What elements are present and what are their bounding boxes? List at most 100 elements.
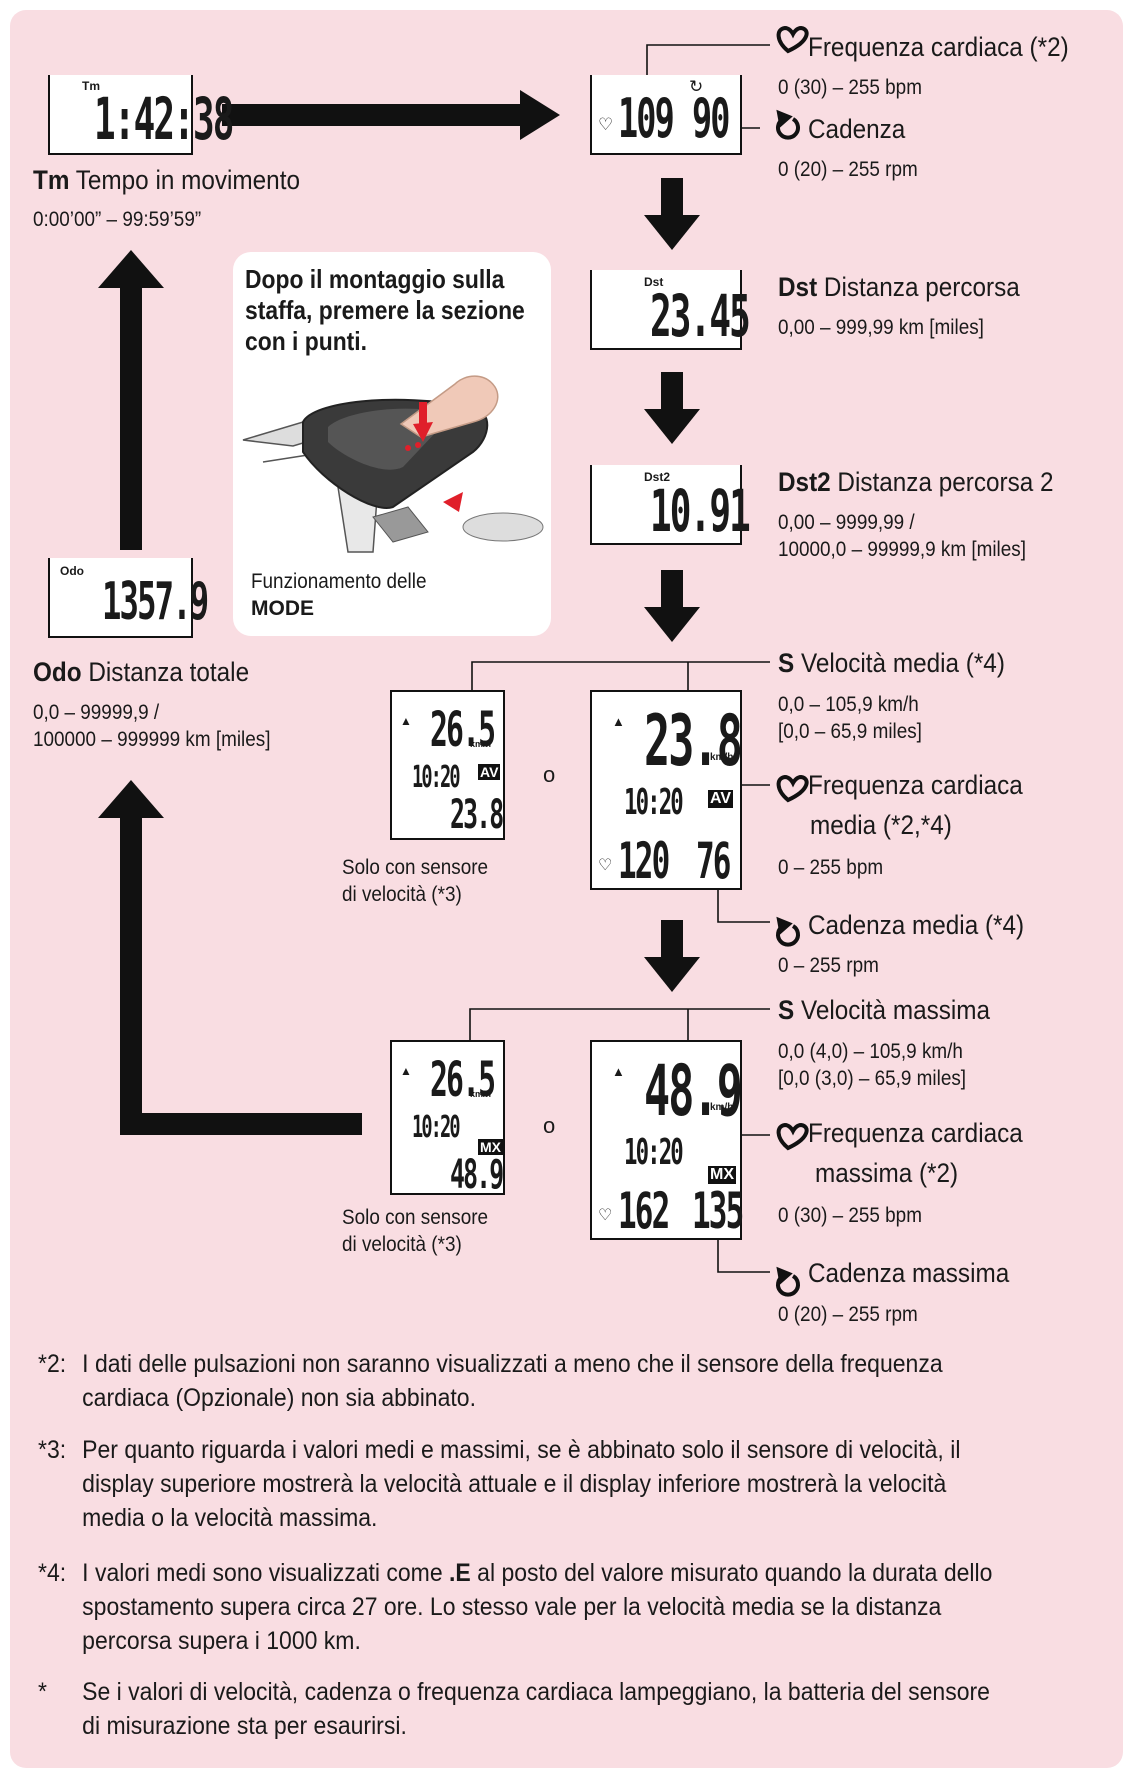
footnote-text: I valori medi sono visualizzati come .E … xyxy=(82,1559,993,1655)
lcd-max-speed-only: ▲ 26.5 km/h 10:20 MX 48.9 xyxy=(390,1040,505,1198)
up-triangle-icon: ▲ xyxy=(612,714,625,729)
unit: km/h xyxy=(470,739,492,749)
cadence-icon xyxy=(776,109,800,1297)
max-note-2: di velocità (*3) xyxy=(342,1233,462,1256)
lcd-tag: Dst2 xyxy=(644,470,671,484)
dst-range: 0,00 – 999,99 km [miles] xyxy=(778,316,984,339)
lcd-cad: 135 xyxy=(692,1182,744,1240)
footnote-4: *4: I valori medi sono visualizzati come… xyxy=(38,1556,1013,1658)
avg-hr-label-2: media (*2,*4) xyxy=(810,810,952,840)
badge: MX xyxy=(478,1139,503,1155)
lcd-clock: 10:20 xyxy=(412,1110,461,1145)
footnote-text: Per quanto riguarda i valori medi e mass… xyxy=(82,1436,961,1532)
lcd-hr: 162 xyxy=(618,1182,670,1240)
footnote-text: I dati delle pulsazioni non saranno visu… xyxy=(82,1350,943,1412)
max-cad-label: Cadenza massima xyxy=(808,1258,1010,1288)
badge: AV xyxy=(708,790,734,808)
lcd-distance-2: Dst2 10.91 xyxy=(590,465,751,545)
heart-icon: ♡ xyxy=(598,115,614,134)
arrow-down xyxy=(644,178,700,992)
up-triangle-icon: ▲ xyxy=(612,1064,625,1079)
unit: km/h xyxy=(710,752,734,763)
lcd-distance: Dst 23.45 xyxy=(590,270,751,350)
footnote-key: *2: xyxy=(38,1350,67,1378)
max-hr-range: 0 (30) – 255 bpm xyxy=(778,1204,922,1227)
lcd-value: 10.91 xyxy=(650,477,751,545)
lcd-tag: Odo xyxy=(60,564,84,578)
up-triangle-icon: ▲ xyxy=(400,714,412,728)
background-panel xyxy=(10,10,1123,1768)
footnote-key: * xyxy=(38,1678,47,1706)
lcd-speed: 26.5 xyxy=(430,1052,496,1108)
lcd-hr-cadence: ♡ 109 ↻ 90 xyxy=(590,75,742,155)
tm-range: 0:00’00” – 99:59’59” xyxy=(33,208,202,231)
cad-label: Cadenza xyxy=(808,114,906,144)
avg-hr-label-1: Frequenza cardiaca xyxy=(808,770,1023,800)
heart-icon: ♡ xyxy=(598,1207,613,1224)
dst-label: Dst Distanza percorsa xyxy=(778,272,1020,302)
max-hr-label-2: massima (*2) xyxy=(815,1158,959,1188)
dst2-label: Dst2 Distanza percorsa 2 xyxy=(778,467,1054,497)
lcd-speed: 26.5 xyxy=(430,702,496,758)
max-speed-label: S Velocità massima xyxy=(778,995,991,1025)
lcd-tag: Dst xyxy=(644,275,664,289)
mode-instruction-box: Dopo il montaggio sulla staffa, premere … xyxy=(233,252,551,636)
hr-label: Frequenza cardiaca (*2) xyxy=(808,32,1069,62)
lcd-hr: 120 xyxy=(618,832,670,890)
lcd-clock: 10:20 xyxy=(412,760,461,795)
odo-range-2: 100000 – 999999 km [miles] xyxy=(33,728,271,751)
cad-range: 0 (20) – 255 rpm xyxy=(778,158,918,181)
odo-label: Odo Distanza totale xyxy=(33,657,250,687)
avg-note-1: Solo con sensore xyxy=(342,856,489,879)
footnote-text: Se i valori di velocità, cadenza o frequ… xyxy=(82,1678,990,1740)
footnote-key: *4: xyxy=(38,1559,67,1587)
odo-range-1: 0,0 – 99999,9 / xyxy=(33,701,160,724)
footnote-key: *3: xyxy=(38,1436,67,1464)
avg-speed-range-2: [0,0 – 65,9 miles] xyxy=(778,720,922,743)
lcd-clock: 10:20 xyxy=(624,782,684,823)
max-cad-range: 0 (20) – 255 rpm xyxy=(778,1303,918,1326)
avg-note-2: di velocità (*3) xyxy=(342,883,462,906)
device-illustration xyxy=(242,375,544,553)
lcd-avg-speed-only: ▲ 26.5 km/h 10:20 AV 23.8 xyxy=(390,690,505,840)
avg-hr-range: 0 – 255 bpm xyxy=(778,856,884,879)
avg-cad-label: Cadenza media (*4) xyxy=(808,910,1025,940)
avg-speed-label: S Velocità media (*4) xyxy=(778,648,1005,678)
lcd-avg: ▲ 23.8 km/h 10:20 AV ♡ 120 76 xyxy=(590,690,743,890)
avg-speed-range-1: 0,0 – 105,9 km/h xyxy=(778,693,919,716)
lcd-speed: 48.9 xyxy=(644,1050,743,1132)
up-triangle-icon: ▲ xyxy=(400,1064,412,1078)
arrow-return xyxy=(98,780,362,1135)
max-note-1: Solo con sensore xyxy=(342,1206,489,1229)
heart-icon xyxy=(776,25,809,1151)
lcd-moving-time: Tm 1:42:38 xyxy=(48,75,234,155)
mode-caption-2: MODE xyxy=(251,597,314,620)
max-speed-range-1: 0,0 (4,0) – 105,9 km/h xyxy=(778,1040,963,1063)
lcd-tag: Tm xyxy=(82,79,100,93)
lcd-max: ▲ 48.9 km/h 10:20 MX ♡ 162 135 xyxy=(590,1040,744,1240)
badge: MX xyxy=(708,1166,736,1184)
footnote-2: *2: I dati delle pulsazioni non saranno … xyxy=(38,1347,1013,1415)
mode-caption-1: Funzionamento delle xyxy=(251,570,427,593)
unit: km/h xyxy=(710,1102,734,1113)
lcd-cad-value: 90 xyxy=(692,87,730,150)
badge: AV xyxy=(478,764,501,780)
or-text: o xyxy=(543,1113,556,1138)
heart-icon: ♡ xyxy=(598,857,613,874)
arrow-up xyxy=(98,250,164,550)
max-speed-range-2: [0,0 (3,0) – 65,9 miles] xyxy=(778,1067,967,1090)
cadence-icon: ↻ xyxy=(689,77,704,96)
arrow-right xyxy=(222,90,560,140)
max-hr-label-1: Frequenza cardiaca xyxy=(808,1118,1023,1148)
avg-cad-range: 0 – 255 rpm xyxy=(778,954,879,977)
lcd-cad: 76 xyxy=(696,832,731,890)
lcd-value: 1357.9 xyxy=(102,572,209,632)
lcd-bottom: 23.8 xyxy=(450,792,504,838)
dst2-range-1: 0,00 – 9999,99 / xyxy=(778,511,915,534)
lcd-odometer: Odo 1357.9 xyxy=(48,558,209,638)
tm-label: Tm Tempo in movimento xyxy=(33,165,300,195)
or-text: o xyxy=(543,762,556,787)
lcd-clock: 10:20 xyxy=(624,1132,684,1173)
unit: km/h xyxy=(470,1089,492,1099)
